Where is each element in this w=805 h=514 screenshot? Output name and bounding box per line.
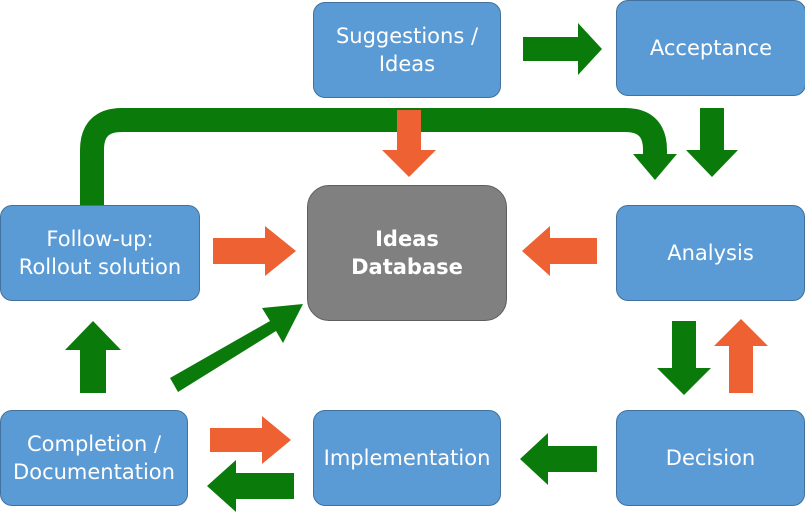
arrow-completion-to-database bbox=[170, 304, 303, 392]
node-suggestions-line2: Ideas bbox=[378, 52, 436, 76]
arrow-implementation-to-completion bbox=[207, 460, 294, 512]
node-analysis: Analysis bbox=[616, 205, 805, 301]
arrow-decision-to-implementation bbox=[520, 433, 597, 485]
arrow-analysis-to-decision bbox=[657, 321, 711, 395]
arrow-analysis-to-database bbox=[522, 226, 597, 276]
arrow-acceptance-to-analysis bbox=[686, 108, 738, 177]
arrow-suggestions-to-database bbox=[382, 110, 436, 177]
node-completion-line1: Completion / bbox=[26, 432, 162, 456]
node-decision: Decision bbox=[616, 410, 805, 506]
arrow-followup-to-database bbox=[213, 226, 296, 276]
node-completion: Completion / Documentation bbox=[0, 410, 188, 506]
node-suggestions: Suggestions / Ideas bbox=[313, 2, 501, 98]
node-acceptance-label: Acceptance bbox=[649, 36, 773, 60]
node-decision-label: Decision bbox=[665, 446, 756, 470]
node-suggestions-line1: Suggestions / bbox=[335, 24, 479, 48]
arrow-completion-to-followup bbox=[65, 321, 121, 393]
node-ideas-database-label: Ideas Database bbox=[351, 227, 463, 279]
arrow-completion-to-implementation bbox=[210, 416, 291, 464]
node-ideas-database: Ideas Database bbox=[307, 185, 507, 321]
node-analysis-label: Analysis bbox=[667, 241, 754, 265]
arrow-suggestions-to-acceptance bbox=[523, 23, 602, 75]
node-implementation-label: Implementation bbox=[323, 446, 491, 470]
node-followup-line2: Rollout solution bbox=[18, 255, 182, 279]
node-followup-line1: Follow-up: bbox=[46, 227, 154, 251]
arrow-followup-to-analysis bbox=[80, 108, 677, 205]
node-implementation: Implementation bbox=[313, 410, 501, 506]
arrow-decision-to-analysis bbox=[714, 319, 768, 393]
node-followup: Follow-up: Rollout solution bbox=[0, 205, 200, 301]
node-completion-line2: Documentation bbox=[13, 460, 175, 484]
node-acceptance: Acceptance bbox=[616, 0, 805, 96]
